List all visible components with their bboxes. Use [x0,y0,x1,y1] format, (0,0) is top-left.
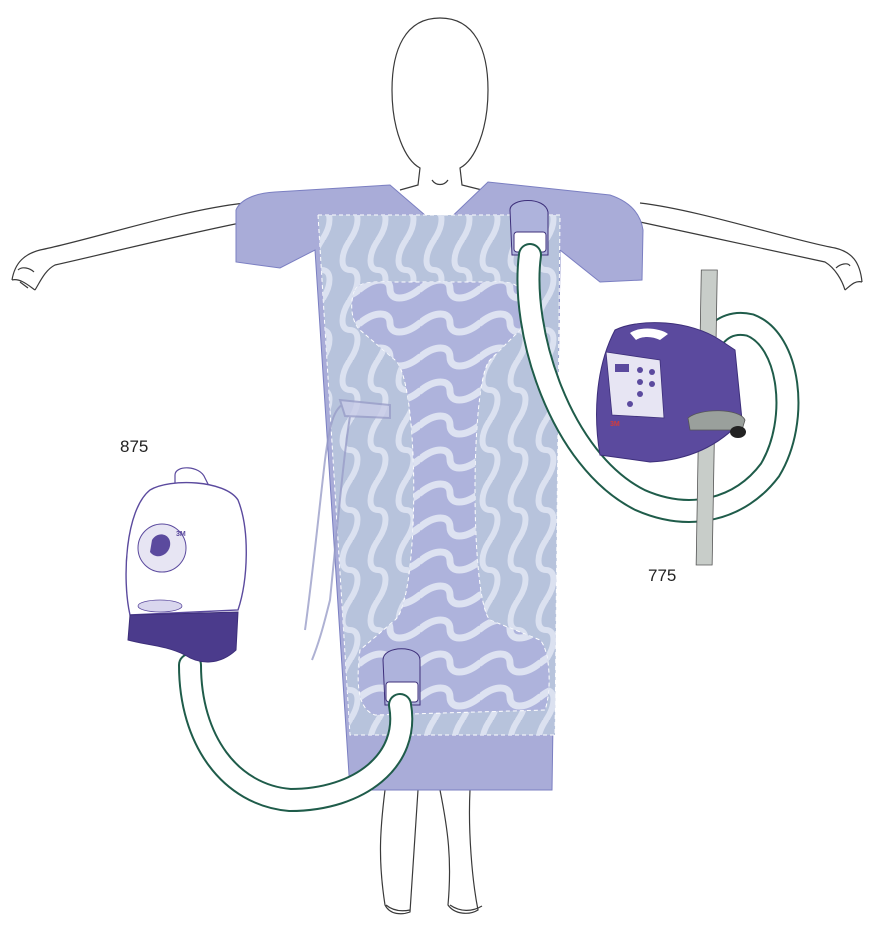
unit-label-775: 775 [648,566,676,586]
unit-775-brand: 3M [610,421,620,428]
unit-875-brand: 3M [176,531,186,538]
unit-label-875: 875 [120,437,148,457]
warming-unit-875: 3M [126,468,246,662]
